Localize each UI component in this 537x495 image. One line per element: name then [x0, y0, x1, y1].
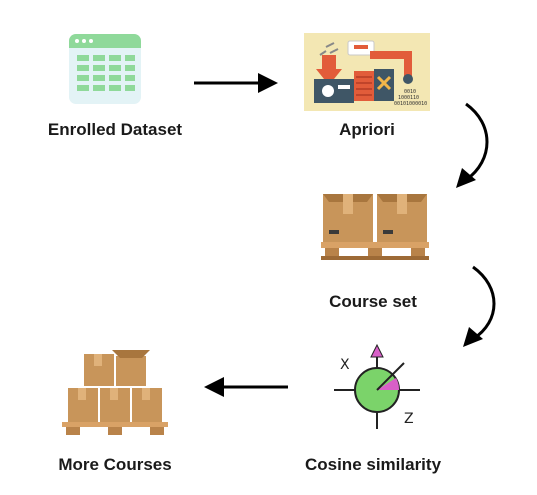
- apriori-label: Apriori: [339, 120, 395, 139]
- factory-machine-icon: 0010 1000110 00101000010: [304, 33, 430, 111]
- axis-z-label: Z: [404, 411, 414, 427]
- arrow-left: [204, 377, 288, 397]
- boxes-pallet-icon: [321, 194, 429, 260]
- more-courses-label: More Courses: [58, 455, 172, 474]
- enrolled-dataset-label: Enrolled Dataset: [47, 120, 183, 139]
- stacked-boxes-pallet-icon: [62, 350, 168, 435]
- curved-arrow-down-2: [463, 265, 496, 347]
- cosine-similarity-label: Cosine similarity: [304, 455, 442, 474]
- spreadsheet-icon: [69, 34, 141, 104]
- binary-line-2: 1000110: [398, 95, 419, 101]
- binary-line-1: 0010: [404, 89, 416, 95]
- axes-sphere-icon: X Z: [334, 343, 420, 429]
- arrow-right: [194, 73, 278, 93]
- curved-arrow-down-1: [456, 102, 489, 188]
- course-set-label: Course set: [329, 292, 417, 311]
- binary-line-3: 00101000010: [394, 101, 427, 107]
- axis-x-label: X: [340, 357, 350, 373]
